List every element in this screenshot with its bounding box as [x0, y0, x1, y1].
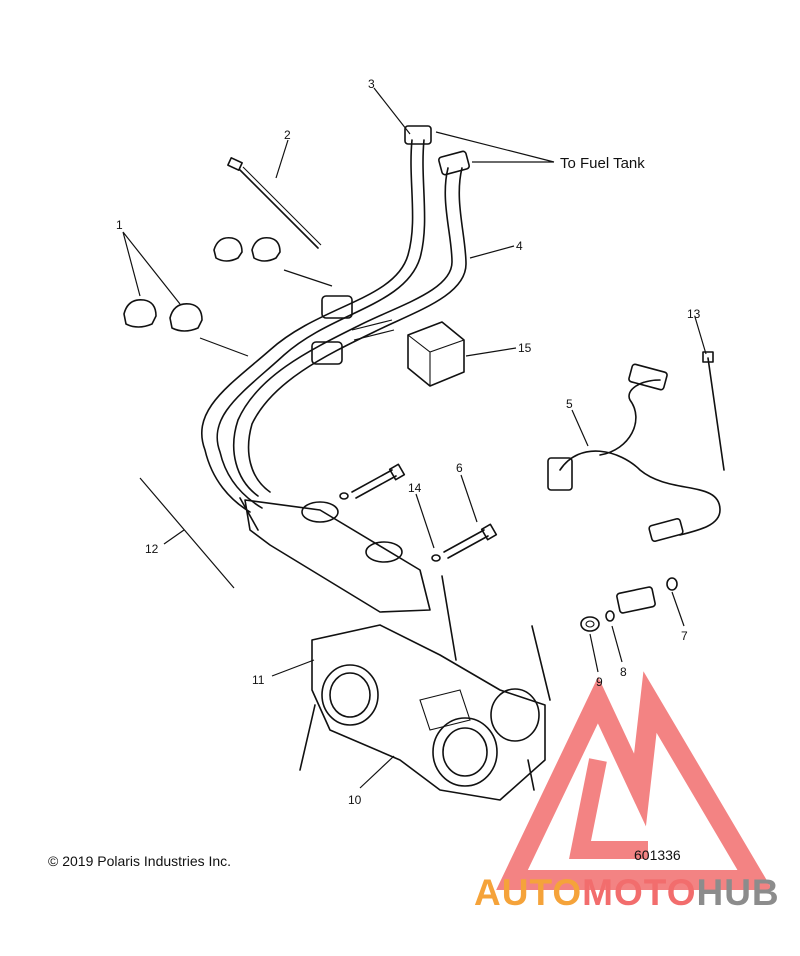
- callout-2: 2: [284, 128, 291, 142]
- callout-14: 14: [408, 481, 422, 495]
- fuel-rail-part: [239, 497, 431, 613]
- throttle-body-part: [299, 624, 546, 801]
- copyright-text: © 2019 Polaris Industries Inc.: [48, 853, 231, 869]
- callout-7: 7: [681, 629, 688, 643]
- callout-5: 5: [566, 397, 573, 411]
- leader-lines: [122, 87, 707, 789]
- foam-block-part: [407, 321, 465, 387]
- sensor-rod-part: [441, 351, 725, 701]
- callout-9: 9: [596, 675, 603, 689]
- drawing-number: 601336: [634, 847, 681, 863]
- bolt-part: [339, 463, 498, 562]
- injector-part: [580, 577, 678, 632]
- callout-11: 11: [252, 673, 265, 687]
- callout-4: 4: [516, 239, 523, 253]
- callout-12: 12: [145, 542, 159, 556]
- group-bracket-line: [139, 477, 235, 589]
- callout-3: 3: [368, 77, 375, 91]
- brand-hub: HUB: [696, 872, 779, 913]
- watermark-logo-icon: [496, 671, 773, 890]
- callout-15: 15: [518, 341, 532, 355]
- callout-1: 1: [116, 218, 123, 232]
- callout-labels: 1 2 3 4 5 6 7 8 9 10 11 12 13 14 15: [116, 77, 701, 807]
- wiring-harness-part: [547, 363, 721, 542]
- to-fuel-tank-note: To Fuel Tank: [560, 155, 645, 172]
- svg-text:AUTOMOTOHUB: AUTOMOTOHUB: [474, 872, 780, 913]
- callout-8: 8: [620, 665, 627, 679]
- callout-6: 6: [456, 461, 463, 475]
- callout-10: 10: [348, 793, 362, 807]
- brand-moto: MOTO: [582, 872, 696, 913]
- watermark-brand: AUTOMOTOHUB: [474, 872, 780, 913]
- fuel-hose-assembly: [201, 125, 470, 513]
- callout-13: 13: [687, 307, 701, 321]
- cable-tie-part: [227, 157, 322, 249]
- brand-auto: AUTO: [474, 872, 582, 913]
- hose-clamp-part: [123, 236, 281, 332]
